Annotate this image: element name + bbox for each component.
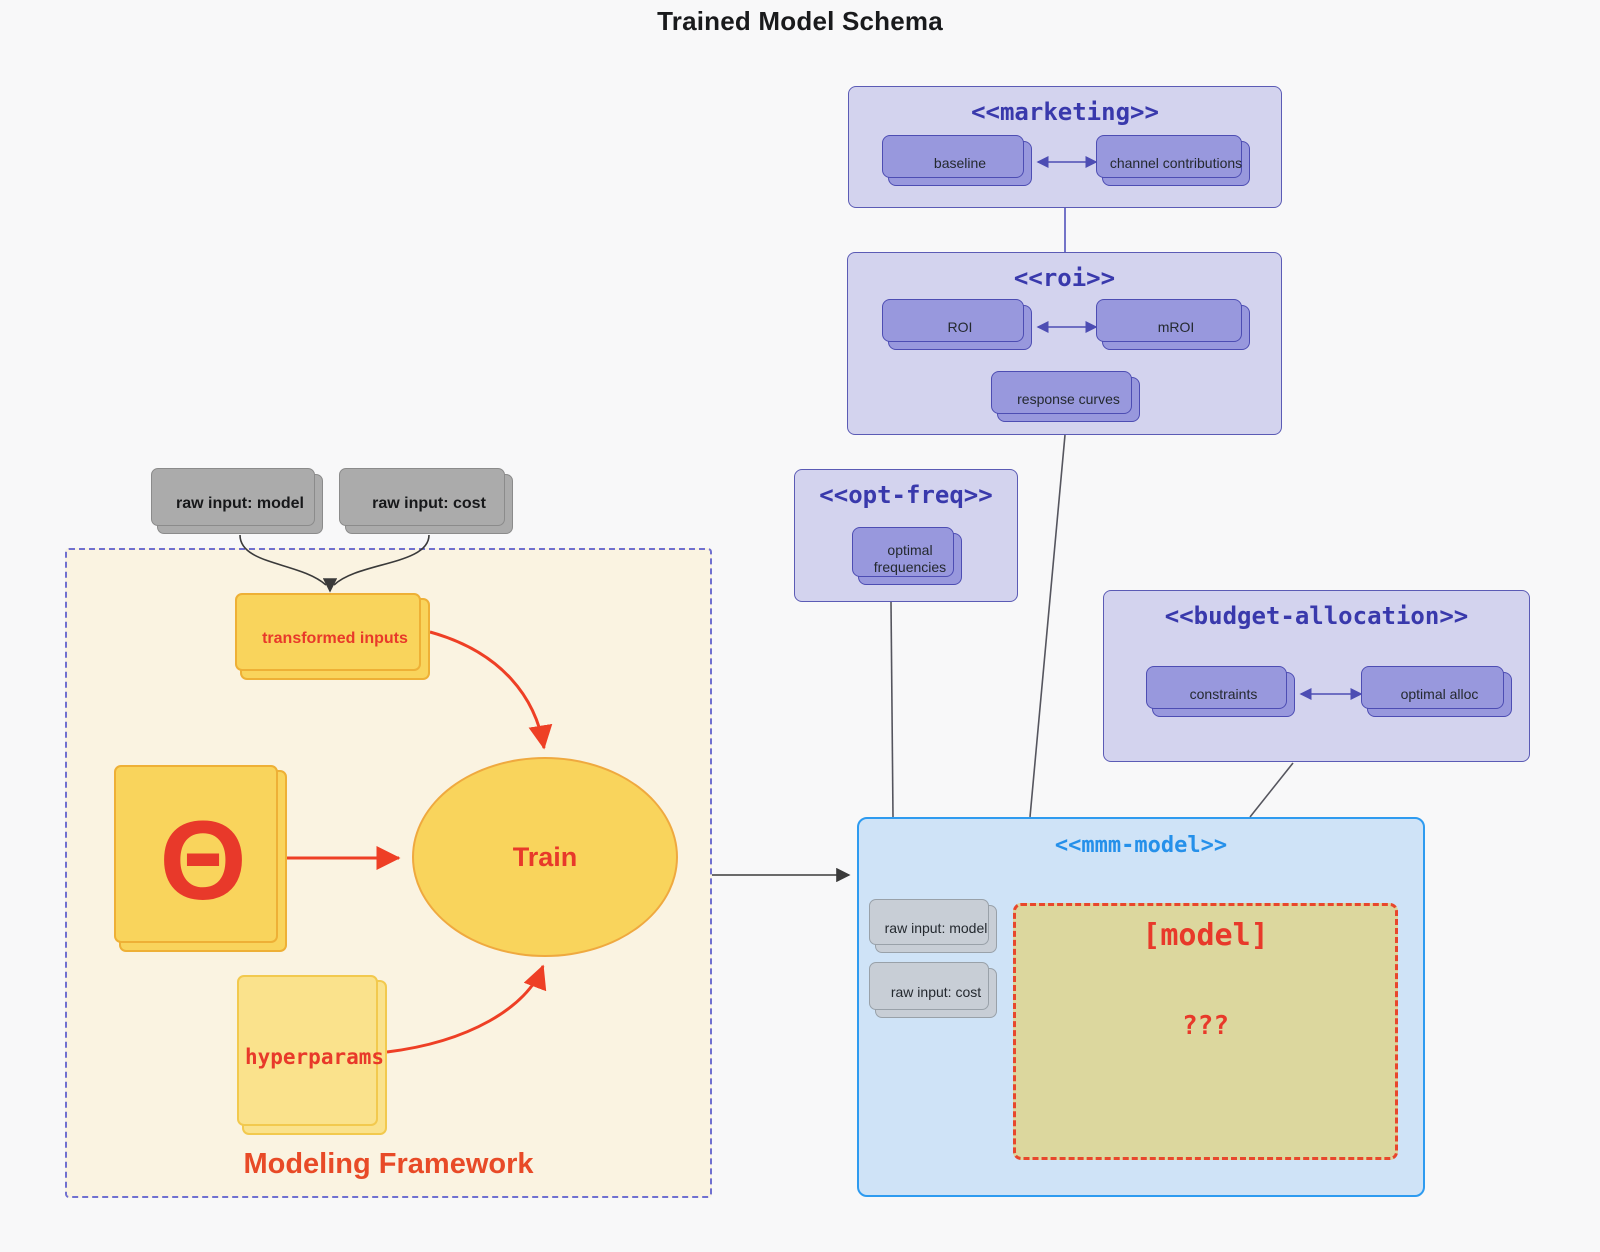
node-raw-input-cost: raw input: cost <box>339 468 513 534</box>
node-channel-contributions: channel contributions <box>1096 135 1250 186</box>
model-box-label: [model] <box>1142 918 1269 953</box>
edge-opt-freq-to-mmm-model <box>890 601 894 818</box>
node-mmm-raw-input-model: raw input: model <box>869 899 997 953</box>
node-raw-input-model: raw input: model <box>151 468 323 534</box>
node-train: Train <box>412 757 678 957</box>
node-transformed-inputs: transformed inputs <box>235 593 430 680</box>
node-optimal-alloc: optimal alloc <box>1361 666 1512 717</box>
edge-raw-cost-to-transformed <box>333 534 430 586</box>
node-mroi: mROI <box>1096 299 1250 350</box>
cluster-marketing-title: <<marketing>> <box>971 98 1159 126</box>
model-box-placeholder: ??? <box>1182 1011 1229 1041</box>
node-hyperparams: hyperparams <box>237 975 387 1135</box>
node-theta: Θ <box>114 765 287 952</box>
edge-roi-to-mmm-model <box>1029 434 1066 818</box>
node-roi: ROI <box>882 299 1032 350</box>
edge-hyperparams-to-train <box>386 964 547 1054</box>
page-title: Trained Model Schema <box>657 6 943 36</box>
cluster-budget-allocation-title: <<budget-allocation>> <box>1164 602 1469 630</box>
cluster-opt-freq-title: <<opt-freq>> <box>819 481 993 509</box>
modeling-framework-label: Modeling Framework <box>243 1148 534 1180</box>
node-mmm-raw-input-cost: raw input: cost <box>869 962 997 1018</box>
cluster-roi-title: <<roi>> <box>1013 264 1116 292</box>
edge-transformed-to-train <box>429 630 553 750</box>
node-constraints: constraints <box>1146 666 1295 717</box>
node-baseline: baseline <box>882 135 1032 186</box>
cluster-mmm-model-title: <<mmm-model>> <box>1054 833 1228 858</box>
node-optimal-frequencies: optimal frequencies <box>852 527 962 585</box>
edge-budget-to-mmm-model <box>1249 762 1294 818</box>
node-response-curves: response curves <box>991 371 1140 422</box>
edge-raw-model-to-transformed <box>239 534 327 586</box>
model-placeholder-box: [model] ??? <box>1013 903 1398 1160</box>
